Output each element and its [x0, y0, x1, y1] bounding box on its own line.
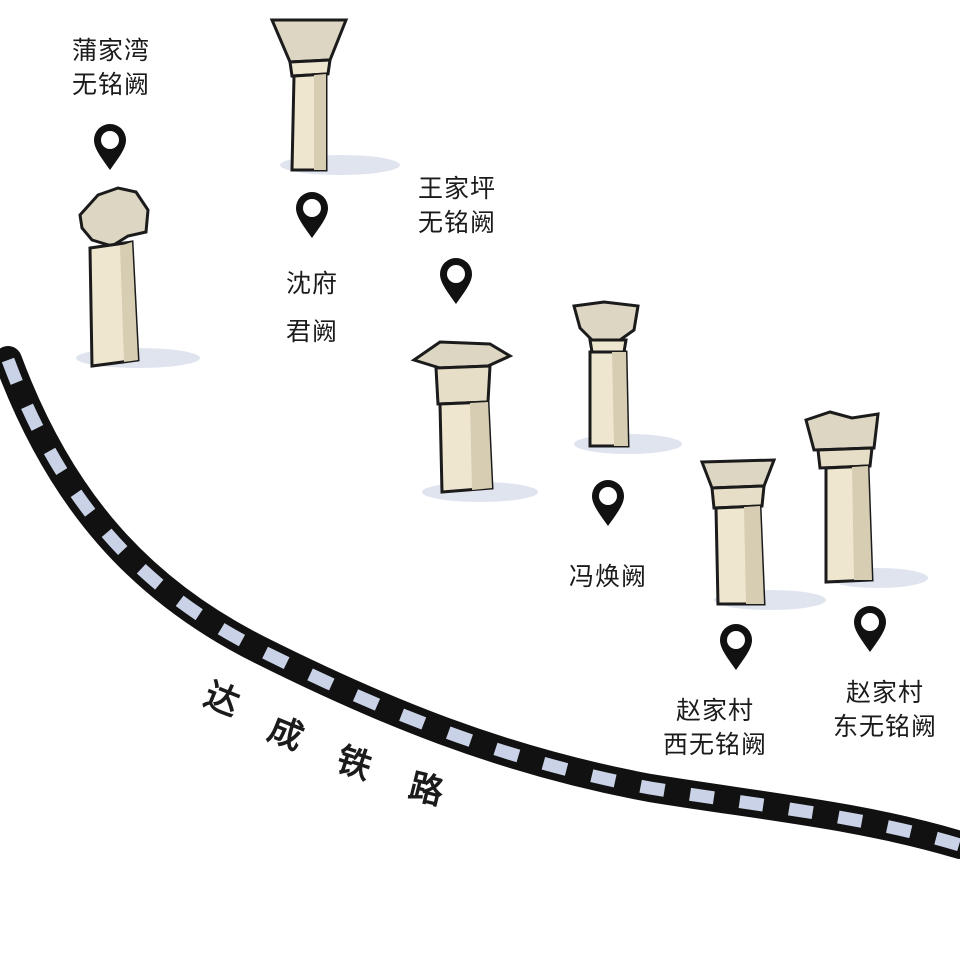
pillar-pujiawan — [76, 186, 200, 368]
pillar-roof — [410, 340, 514, 370]
pillar-shaft-shade — [744, 506, 764, 604]
pillar-wangjiaping — [410, 340, 538, 502]
pillar-capital — [434, 364, 492, 406]
location-pin-icon[interactable] — [854, 606, 886, 652]
pillar-neck — [588, 338, 628, 354]
location-pin-icon[interactable] — [440, 258, 472, 304]
site-label-line: 冯焕阙 — [568, 562, 647, 591]
pillar-shaft-shade — [470, 402, 492, 490]
pillar-capital — [804, 410, 880, 452]
site-label-line: 西无铭阙 — [662, 730, 767, 759]
pillar-shenfujun — [269, 18, 400, 175]
site-label-shenfujun: 沈府 君阙 — [262, 260, 362, 356]
pillar-neck — [288, 58, 332, 78]
pillar-capital — [572, 300, 640, 342]
pillar-shaft-shade — [120, 242, 138, 362]
site-label-line: 无铭阙 — [71, 70, 150, 99]
location-pin-icon[interactable] — [94, 124, 126, 170]
site-label-line: 赵家村 — [675, 696, 754, 725]
site-label-line: 无铭阙 — [417, 208, 496, 237]
pillar-shaft-shade — [612, 352, 628, 446]
pillar-neck — [816, 446, 874, 470]
site-label-line: 蒲家湾 — [71, 36, 150, 65]
pillar-shaft-shade — [314, 74, 326, 170]
location-pin-icon[interactable] — [720, 624, 752, 670]
site-label-wangjiaping: 王家坪 无铭阙 — [402, 172, 512, 240]
pillar-capital — [699, 458, 777, 490]
site-label-line: 王家坪 — [417, 174, 496, 203]
site-label-line: 沈府 — [285, 269, 338, 298]
location-pin-icon[interactable] — [592, 480, 624, 526]
pillar-zhaojiacun-west — [699, 458, 826, 610]
pillar-fenghuan — [572, 300, 682, 454]
site-label-zhaojiacun-east: 赵家村 东无铭阙 — [812, 676, 958, 744]
pillar-capital — [78, 186, 150, 248]
location-pin-icon[interactable] — [296, 192, 328, 238]
pillar-shaft-shade — [852, 466, 872, 580]
site-label-pujiawan: 蒲家湾 无铭阙 — [56, 34, 166, 102]
site-label-fenghuan: 冯焕阙 — [548, 560, 668, 594]
railway-ties — [1, 357, 960, 852]
pillar-capital — [269, 18, 349, 64]
site-label-zhaojiacun-west: 赵家村 西无铭阙 — [640, 694, 790, 762]
site-label-line: 君阙 — [285, 317, 338, 346]
railway — [0, 346, 960, 859]
site-label-line: 赵家村 — [845, 678, 924, 707]
pillar-zhaojiacun-east — [804, 410, 928, 588]
pillar-neck — [710, 484, 766, 510]
site-label-line: 东无铭阙 — [832, 712, 937, 741]
